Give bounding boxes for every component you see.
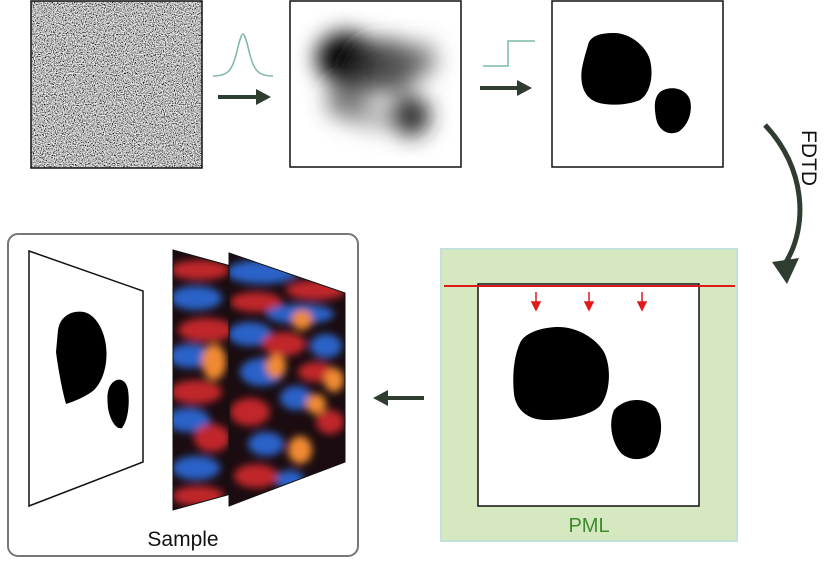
sample-box: Sample — [7, 233, 359, 557]
down-arrow-icon — [583, 292, 595, 312]
gaussian-curve-icon — [212, 33, 274, 77]
geometry-sheet — [28, 249, 144, 508]
fdtd-label: FDTD — [797, 130, 820, 186]
right-arrow-icon — [480, 80, 532, 96]
pml-label: PML — [568, 515, 609, 537]
step-function-icon — [483, 40, 535, 67]
noise-panel — [30, 0, 203, 169]
down-arrow-icon — [530, 292, 542, 312]
left-arrow-icon — [373, 390, 424, 406]
down-arrow-icon — [636, 292, 648, 312]
field-sheet-back — [172, 249, 232, 511]
blurred-panel — [289, 0, 462, 168]
field-sheet-front — [228, 252, 346, 507]
sample-label: Sample — [147, 528, 218, 551]
curved-arrow-icon — [763, 123, 803, 284]
pml-domain: PML — [440, 248, 738, 542]
right-arrow-icon — [218, 89, 271, 105]
binary-panel — [551, 0, 724, 168]
